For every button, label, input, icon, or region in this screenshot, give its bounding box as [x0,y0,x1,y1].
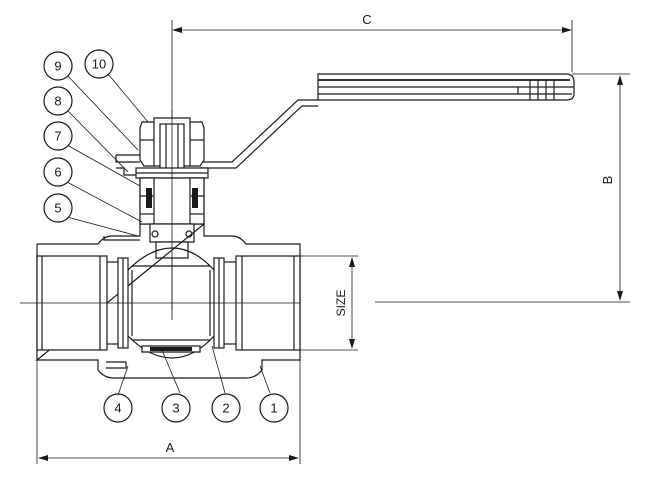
callout-1: 1 [259,393,289,423]
callout-1-label: 1 [270,401,277,416]
callout-4-label: 4 [114,401,121,416]
callout-10-label: 10 [92,57,106,72]
dimension-b: B [375,73,630,303]
dimension-b-label: B [600,176,615,185]
leader-lines [66,73,271,396]
callout-7-label: 7 [54,129,61,144]
callout-5-label: 5 [54,201,61,216]
dimension-size-label: SIZE [334,290,348,317]
dimension-a-label: A [166,440,175,455]
callout-6: 6 [43,157,73,187]
callout-5: 5 [43,193,73,223]
callout-2: 2 [211,393,241,423]
callout-3-label: 3 [172,401,179,416]
dimension-size: SIZE [300,255,358,351]
callout-10: 10 [84,49,114,79]
dimension-a: A [36,360,301,464]
dimension-c: C [171,12,573,310]
dimension-c-label: C [362,12,371,27]
callout-8-label: 8 [54,94,61,109]
callout-6-label: 6 [54,165,61,180]
valve-body [20,110,301,379]
callout-4: 4 [103,393,133,423]
callout-3: 3 [161,393,191,423]
callout-7: 7 [43,121,73,151]
callout-9: 9 [43,51,73,81]
lever-handle [115,73,575,176]
callout-9-label: 9 [54,59,61,74]
callout-8: 8 [43,86,73,116]
callout-2-label: 2 [222,401,229,416]
